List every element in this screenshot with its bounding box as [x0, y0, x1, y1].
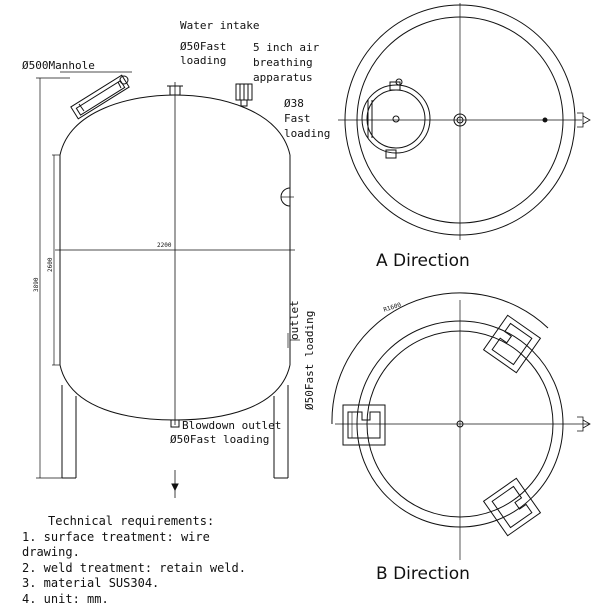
manhole — [70, 74, 130, 120]
fast-loading-label-1: Ø38 — [284, 97, 304, 110]
dim-width-label: 2200 — [157, 242, 172, 249]
a-direction-label: A Direction — [376, 251, 470, 271]
tank-legs — [61, 385, 289, 479]
b-direction-view — [331, 292, 591, 560]
blowdown-nozzle — [170, 419, 180, 498]
outlet-label: outlet — [288, 300, 301, 340]
water-intake-nozzle — [167, 85, 183, 96]
water-intake-size-label: Ø50Fast — [180, 40, 227, 53]
b-leg-upper — [482, 314, 542, 374]
water-intake-label: Water intake — [180, 19, 260, 32]
b-arc — [331, 292, 549, 425]
a-center-nozzle — [453, 113, 467, 127]
a-manhole — [361, 81, 431, 159]
technical-requirements: Technical requirements: 1. surface treat… — [22, 514, 246, 607]
fast-loading-label-2: Fast — [284, 112, 311, 125]
outlet-size-label: Ø50Fast loading — [303, 310, 316, 410]
tech-line-3: 3. material SUS304. — [22, 576, 160, 590]
water-intake-loading-label: loading — [180, 54, 227, 67]
air-apparatus-label-3: apparatus — [253, 71, 313, 84]
tech-line-1: 1. surface treatment: wire — [22, 529, 210, 544]
b-center-nozzle — [456, 420, 464, 428]
b-leg-left — [342, 404, 386, 446]
tech-title: Technical requirements: — [48, 514, 215, 528]
b-leg-lower — [482, 477, 542, 537]
tech-line-1b: drawing. — [22, 545, 80, 559]
b-direction-label: B Direction — [376, 564, 470, 584]
blowdown-label-2: Ø50Fast loading — [170, 433, 270, 446]
a-direction-view — [338, 3, 591, 240]
air-apparatus-label-1: 5 inch air — [253, 41, 320, 54]
tank-front-view — [36, 71, 300, 498]
fast-loading-label-3: loading — [284, 127, 331, 140]
tech-line-4: 4. unit: mm. — [22, 591, 109, 606]
tech-line-2: 2. weld treatment: retain weld. — [22, 560, 246, 575]
breathing-apparatus — [235, 83, 253, 107]
manhole-label: Ø500Manhole — [22, 59, 95, 72]
dim-body-label: 2600 — [47, 257, 54, 272]
dim-total-label: 3890 — [33, 277, 40, 292]
blowdown-label-1: Blowdown outlet — [182, 419, 282, 432]
air-apparatus-label-2: breathing — [253, 56, 313, 69]
